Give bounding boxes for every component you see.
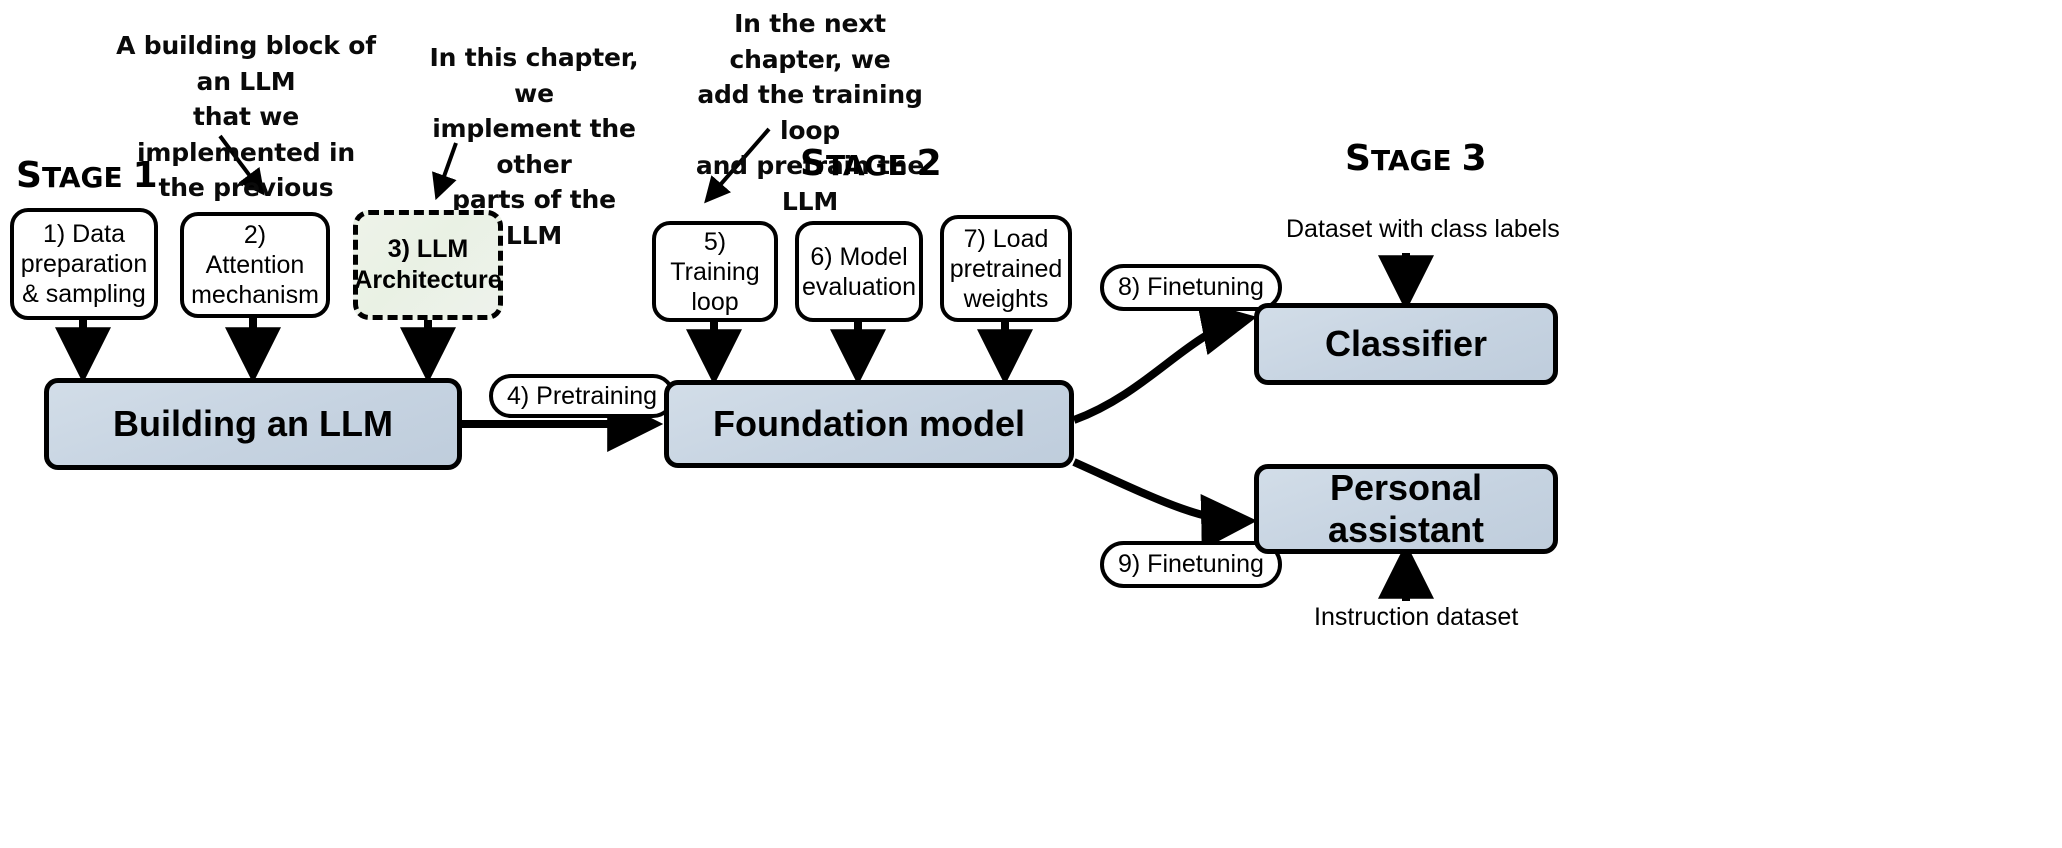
stage-2-heading: STAGE 2 [800,143,942,184]
callout-line: add the training loop [697,80,923,145]
step-line: evaluation [802,272,916,301]
step-line: preparation [20,250,148,278]
stage-initial: S [1345,138,1371,179]
step-box-data-preparation[interactable]: 1) Data preparation & sampling [10,208,158,320]
step-box-load-pretrained-weights[interactable]: 7) Load pretrained weights [940,215,1072,322]
step-box-model-evaluation[interactable]: 6) Model evaluation [795,221,923,322]
dataset-label-class-labels: Dataset with class labels [1286,215,1560,244]
stage-3-heading: STAGE 3 [1345,138,1487,179]
step-line: 6) Model [810,242,908,271]
callout-line: parts of the LLM [452,185,616,250]
outcome-label: Foundation model [713,403,1025,444]
step-line: 5) Training [670,227,760,286]
step-line: pretrained [949,254,1063,283]
step-line: & sampling [22,280,146,308]
step-line: weights [963,284,1049,313]
stage-number: 2 [916,143,942,184]
callout-line: A building block of an LLM [116,31,376,96]
outcome-label: Classifier [1324,323,1488,364]
edge-label-text: 9) Finetuning [1118,550,1264,578]
step-line: 7) Load [963,224,1049,253]
outcome-personal-assistant[interactable]: Personal assistant [1254,464,1558,554]
stage-1-heading: STAGE 1 [16,155,158,196]
edge-label-text: 8) Finetuning [1118,273,1264,301]
callout-line: and pretrain the LLM [695,151,925,216]
stage-word: TAGE [41,161,123,194]
outcome-label: Personal assistant [1327,467,1485,550]
step-line: 3) LLM [387,234,469,263]
edge-label-text: 4) Pretraining [507,381,658,410]
stage-number: 1 [132,155,158,196]
outcome-building-an-llm[interactable]: Building an LLM [44,378,462,470]
callout-this-chapter: In this chapter, we implement the other … [428,40,640,253]
stage-initial: S [16,155,42,196]
dataset-text: Instruction dataset [1314,603,1519,631]
outcome-label: Building an LLM [113,403,393,444]
outcome-classifier[interactable]: Classifier [1254,303,1558,385]
outcome-foundation-model[interactable]: Foundation model [664,380,1074,468]
dataset-label-instruction: Instruction dataset [1314,603,1518,632]
stage-initial: S [800,143,826,184]
arrow-to-personal-assistant [1072,458,1258,550]
callout-line: implement the other [432,114,636,179]
stage-number: 3 [1461,138,1487,179]
step-line: Architecture [354,266,502,294]
step-box-llm-architecture[interactable]: 3) LLM Architecture [353,210,503,320]
arrow-to-classifier [1072,300,1257,424]
step-box-attention-mechanism[interactable]: 2) Attention mechanism [180,212,330,318]
step-line: mechanism [191,281,319,309]
step-line: 1) Data [43,220,125,248]
step-line: loop [691,287,739,316]
step-line: 2) Attention [205,221,305,279]
dataset-text: Dataset with class labels [1286,215,1560,243]
edge-label-finetuning-assistant[interactable]: 9) Finetuning [1100,541,1282,588]
edge-label-pretraining[interactable]: 4) Pretraining [489,374,676,418]
stage-word: TAGE [825,149,907,182]
callout-line: In the next chapter, we [729,9,891,74]
callout-line: In this chapter, we [429,43,639,108]
callout-next-chapter: In the next chapter, we add the training… [688,6,932,219]
callout-line: that we implemented in [137,102,355,167]
edge-label-finetuning-classifier[interactable]: 8) Finetuning [1100,264,1282,311]
step-box-training-loop[interactable]: 5) Training loop [652,221,778,322]
stage-word: TAGE [1370,144,1452,177]
